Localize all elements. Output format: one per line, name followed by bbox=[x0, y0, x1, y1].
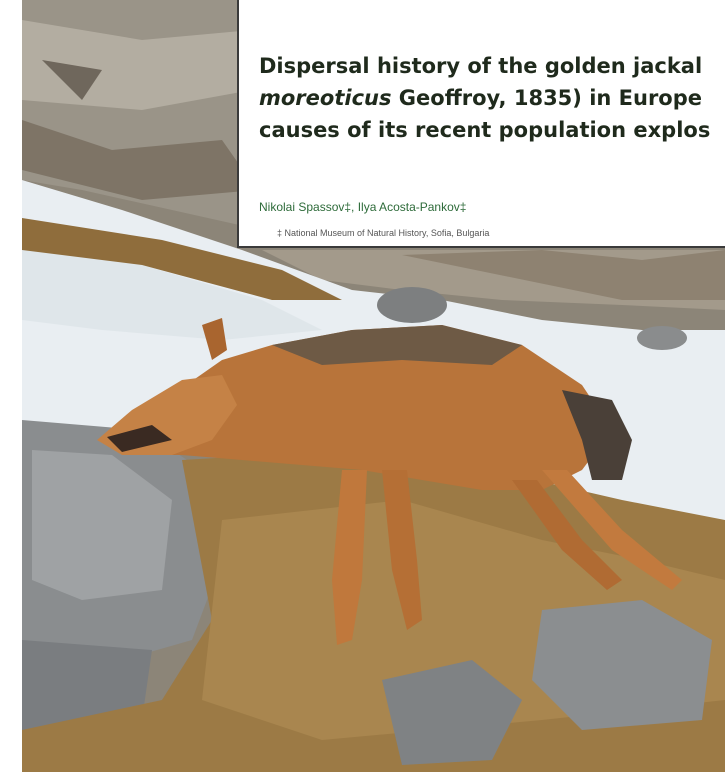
left-margin bbox=[0, 0, 22, 772]
jackal-figure bbox=[97, 318, 682, 645]
paper-authors: Nikolai Spassov‡, Ilya Acosta-Pankov‡ bbox=[259, 200, 467, 214]
title-line-2: moreoticus Geoffroy, 1835) in Europe bbox=[259, 82, 725, 114]
title-line-3: causes of its recent population explos bbox=[259, 118, 711, 142]
paper-title: Dispersal history of the golden jackal m… bbox=[259, 50, 725, 146]
paper-title-card: Dispersal history of the golden jackal m… bbox=[237, 0, 725, 248]
title-line-2-rest: Geoffroy, 1835) in Europe bbox=[391, 86, 703, 110]
title-line-1: Dispersal history of the golden jackal bbox=[259, 54, 703, 78]
title-italic-species: moreoticus bbox=[259, 86, 392, 110]
paper-affiliation: ‡ National Museum of Natural History, So… bbox=[277, 228, 490, 238]
